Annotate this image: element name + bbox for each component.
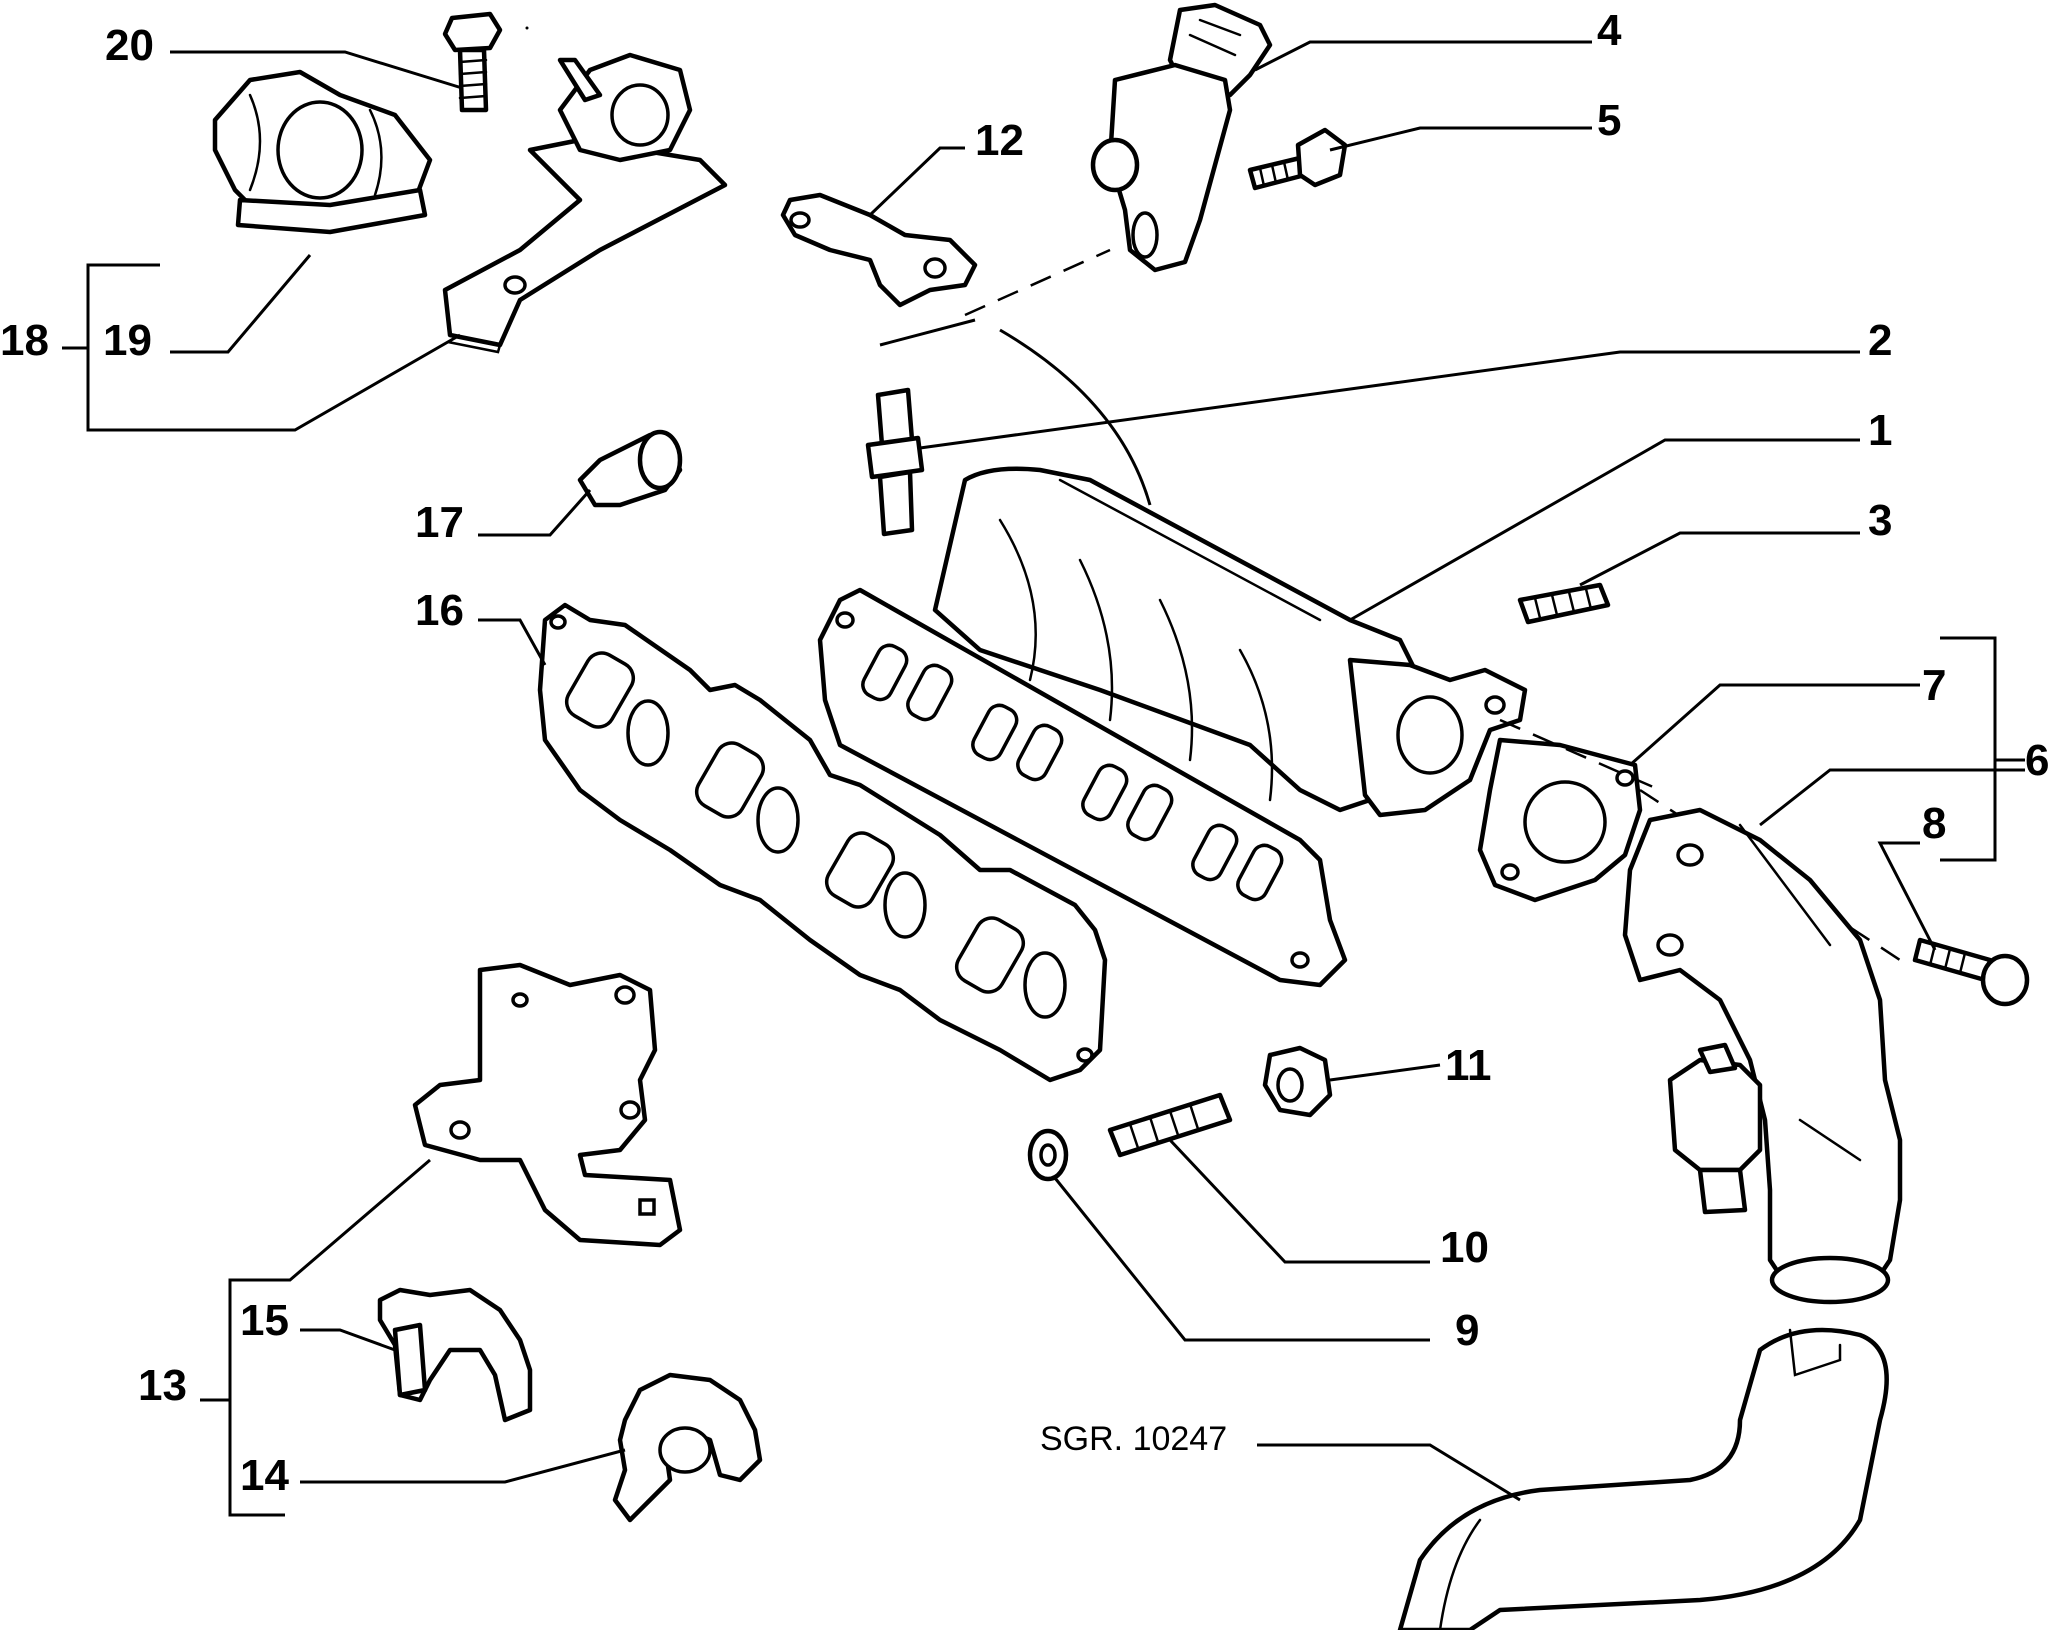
callout-14: 14 — [240, 1451, 289, 1500]
part-16-gasket-drawing — [537, 602, 1108, 1083]
callout-1: 1 — [1868, 406, 1892, 455]
part-17-plug-drawing — [577, 429, 683, 508]
part-7-gasket-drawing — [1477, 737, 1643, 903]
part-1-intake-manifold-drawing — [817, 466, 1528, 988]
alignment-dashed-line — [964, 248, 1111, 317]
callout-13: 13 — [138, 1361, 187, 1410]
part-9-washer-drawing — [1027, 1128, 1069, 1182]
part-10-stud-drawing — [1107, 1092, 1233, 1158]
part-14-clip-drawing — [612, 1372, 763, 1523]
part-11-nut-drawing — [1262, 1045, 1333, 1118]
leader-lines — [62, 40, 2025, 1517]
callout-12: 12 — [975, 116, 1024, 165]
callout-7: 7 — [1922, 661, 1946, 710]
part-5-bolt-drawing — [1247, 127, 1348, 191]
callout-labels: 20 18 19 12 4 5 2 1 3 17 16 7 6 8 11 10 … — [0, 6, 2049, 1500]
alignment-line — [879, 318, 976, 347]
callout-9: 9 — [1455, 1306, 1479, 1355]
part-13-bracket-drawing — [412, 962, 683, 1248]
callout-19: 19 — [103, 316, 152, 365]
part-15-clip-drawing — [377, 1287, 533, 1423]
hose-drawing — [1397, 1327, 1889, 1630]
part-2-stud-drawing — [865, 387, 925, 537]
callout-17: 17 — [415, 498, 464, 547]
callout-5: 5 — [1597, 96, 1621, 145]
part-19-clip-drawing — [212, 69, 433, 235]
part-3-stud-drawing — [1517, 582, 1611, 625]
callout-11: 11 — [1445, 1041, 1492, 1090]
reference-code: SGR. 10247 — [1040, 1420, 1227, 1458]
part-6-pipe-drawing — [1622, 807, 1903, 1305]
callout-15: 15 — [240, 1296, 289, 1345]
part-18-bracket-drawing — [442, 52, 728, 354]
callout-20: 20 — [105, 21, 154, 70]
callout-10: 10 — [1440, 1223, 1489, 1272]
part-20-bolt-drawing — [442, 11, 503, 113]
part-4-sensor-drawing — [1090, 2, 1273, 273]
manifold-ports — [861, 643, 1284, 902]
speck-mark — [525, 26, 529, 30]
callout-3: 3 — [1868, 496, 1892, 545]
callout-16: 16 — [415, 586, 464, 635]
callout-2: 2 — [1868, 316, 1892, 365]
callout-18: 18 — [0, 316, 49, 365]
part-12-bracket-drawing — [780, 192, 978, 308]
callout-4: 4 — [1597, 6, 1622, 55]
callout-8: 8 — [1922, 799, 1946, 848]
alignment-arc — [999, 328, 1152, 506]
callout-6: 6 — [2025, 736, 2049, 785]
flange-alignment-line — [1499, 718, 1661, 792]
part-8-bolt-drawing — [1912, 937, 2030, 1007]
